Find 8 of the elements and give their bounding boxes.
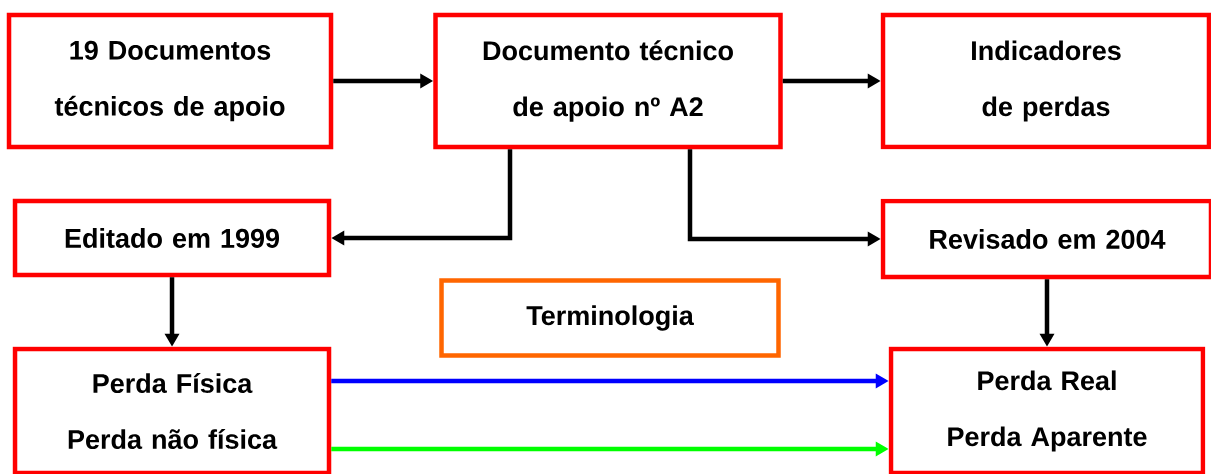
- text-box: Revisado em 2004: [880, 198, 1211, 280]
- text-box: Perda Física Perda não física: [12, 346, 332, 474]
- text-box: Terminologia: [439, 278, 781, 358]
- text-box: Indicadores de perdas: [880, 12, 1211, 150]
- text-box: Perda Real Perda Aparente: [888, 346, 1206, 474]
- text-box: 19 Documentos técnicos de apoio: [6, 12, 334, 150]
- text-box: Editado em 1999: [12, 198, 332, 278]
- text-box: Documento técnico de apoio nº A2: [433, 12, 783, 150]
